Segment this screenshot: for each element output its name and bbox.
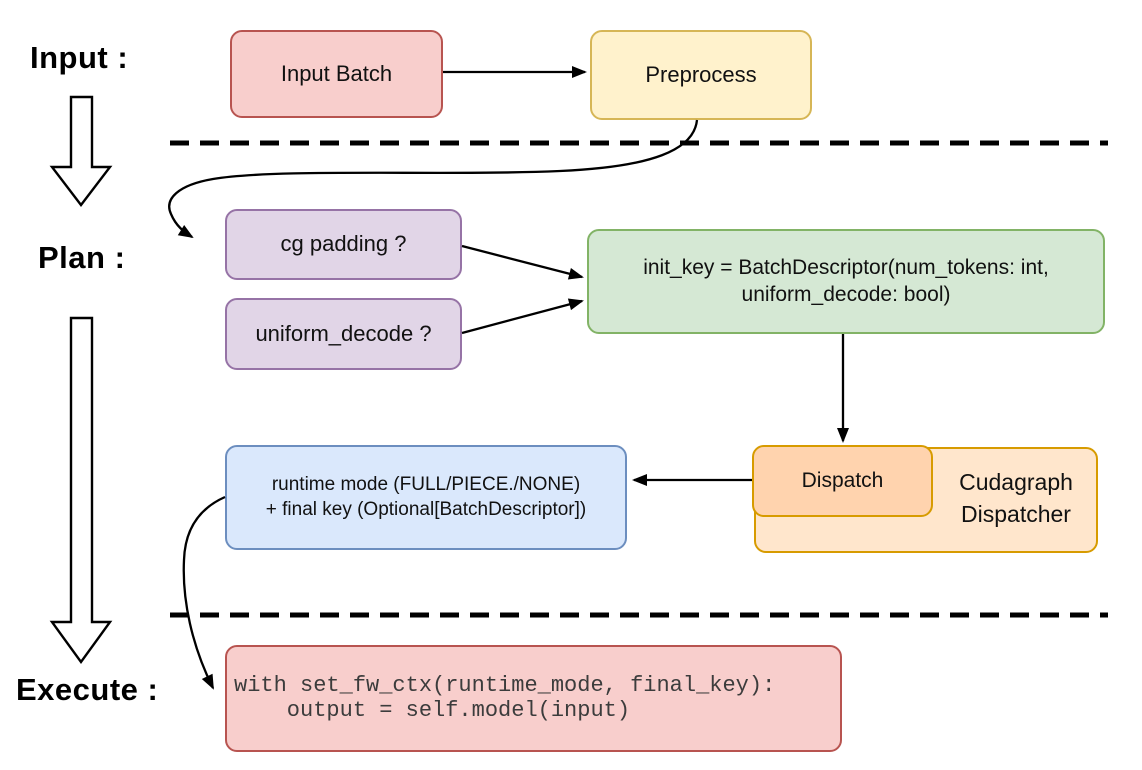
stage-arrow-input-to-plan — [49, 95, 113, 207]
cudagraph-line2: Dispatcher — [961, 501, 1071, 527]
node-cg-padding: cg padding ? — [225, 209, 462, 280]
node-uniform-decode: uniform_decode ? — [225, 298, 462, 370]
node-cudagraph-dispatcher-label: Cudagraph Dispatcher — [935, 466, 1097, 530]
node-preprocess: Preprocess — [590, 30, 812, 120]
node-execute-code: with set_fw_ctx(runtime_mode, final_key)… — [225, 645, 842, 752]
node-preprocess-label: Preprocess — [645, 61, 757, 87]
cudagraph-line1: Cudagraph — [959, 469, 1073, 495]
node-cg-padding-label: cg padding ? — [280, 231, 407, 257]
phase-label-execute: Execute : — [16, 672, 159, 707]
node-dispatch: Dispatch — [752, 445, 933, 517]
node-runtime-mode-line1: runtime mode (FULL/PIECE./NONE) — [271, 474, 581, 496]
node-runtime-mode-line2: + final key (Optional[BatchDescriptor]) — [265, 498, 587, 520]
arrow-uniform-decode-to-init-key — [461, 298, 584, 335]
arrow-cg-padding-to-init-key — [461, 244, 584, 280]
node-input-batch: Input Batch — [230, 30, 443, 118]
execute-code-line2: output = self.model(input) — [234, 697, 631, 723]
node-runtime-mode: runtime mode (FULL/PIECE./NONE) + final … — [225, 445, 627, 550]
phase-label-input: Input : — [30, 40, 129, 75]
node-uniform-decode-label: uniform_decode ? — [255, 320, 432, 346]
execute-code-line1: with set_fw_ctx(runtime_mode, final_key)… — [234, 673, 776, 699]
phase-label-plan: Plan : — [38, 240, 126, 275]
node-dispatch-label: Dispatch — [801, 468, 884, 492]
node-init-key-line1: init_key = BatchDescriptor(num_tokens: i… — [643, 255, 1049, 279]
arrow-runtime-mode-to-execute-code — [182, 495, 226, 690]
node-init-key: init_key = BatchDescriptor(num_tokens: i… — [587, 229, 1105, 334]
node-init-key-line2: uniform_decode: bool) — [741, 282, 951, 306]
node-input-batch-label: Input Batch — [280, 60, 393, 86]
stage-arrow-plan-to-execute — [49, 316, 113, 665]
